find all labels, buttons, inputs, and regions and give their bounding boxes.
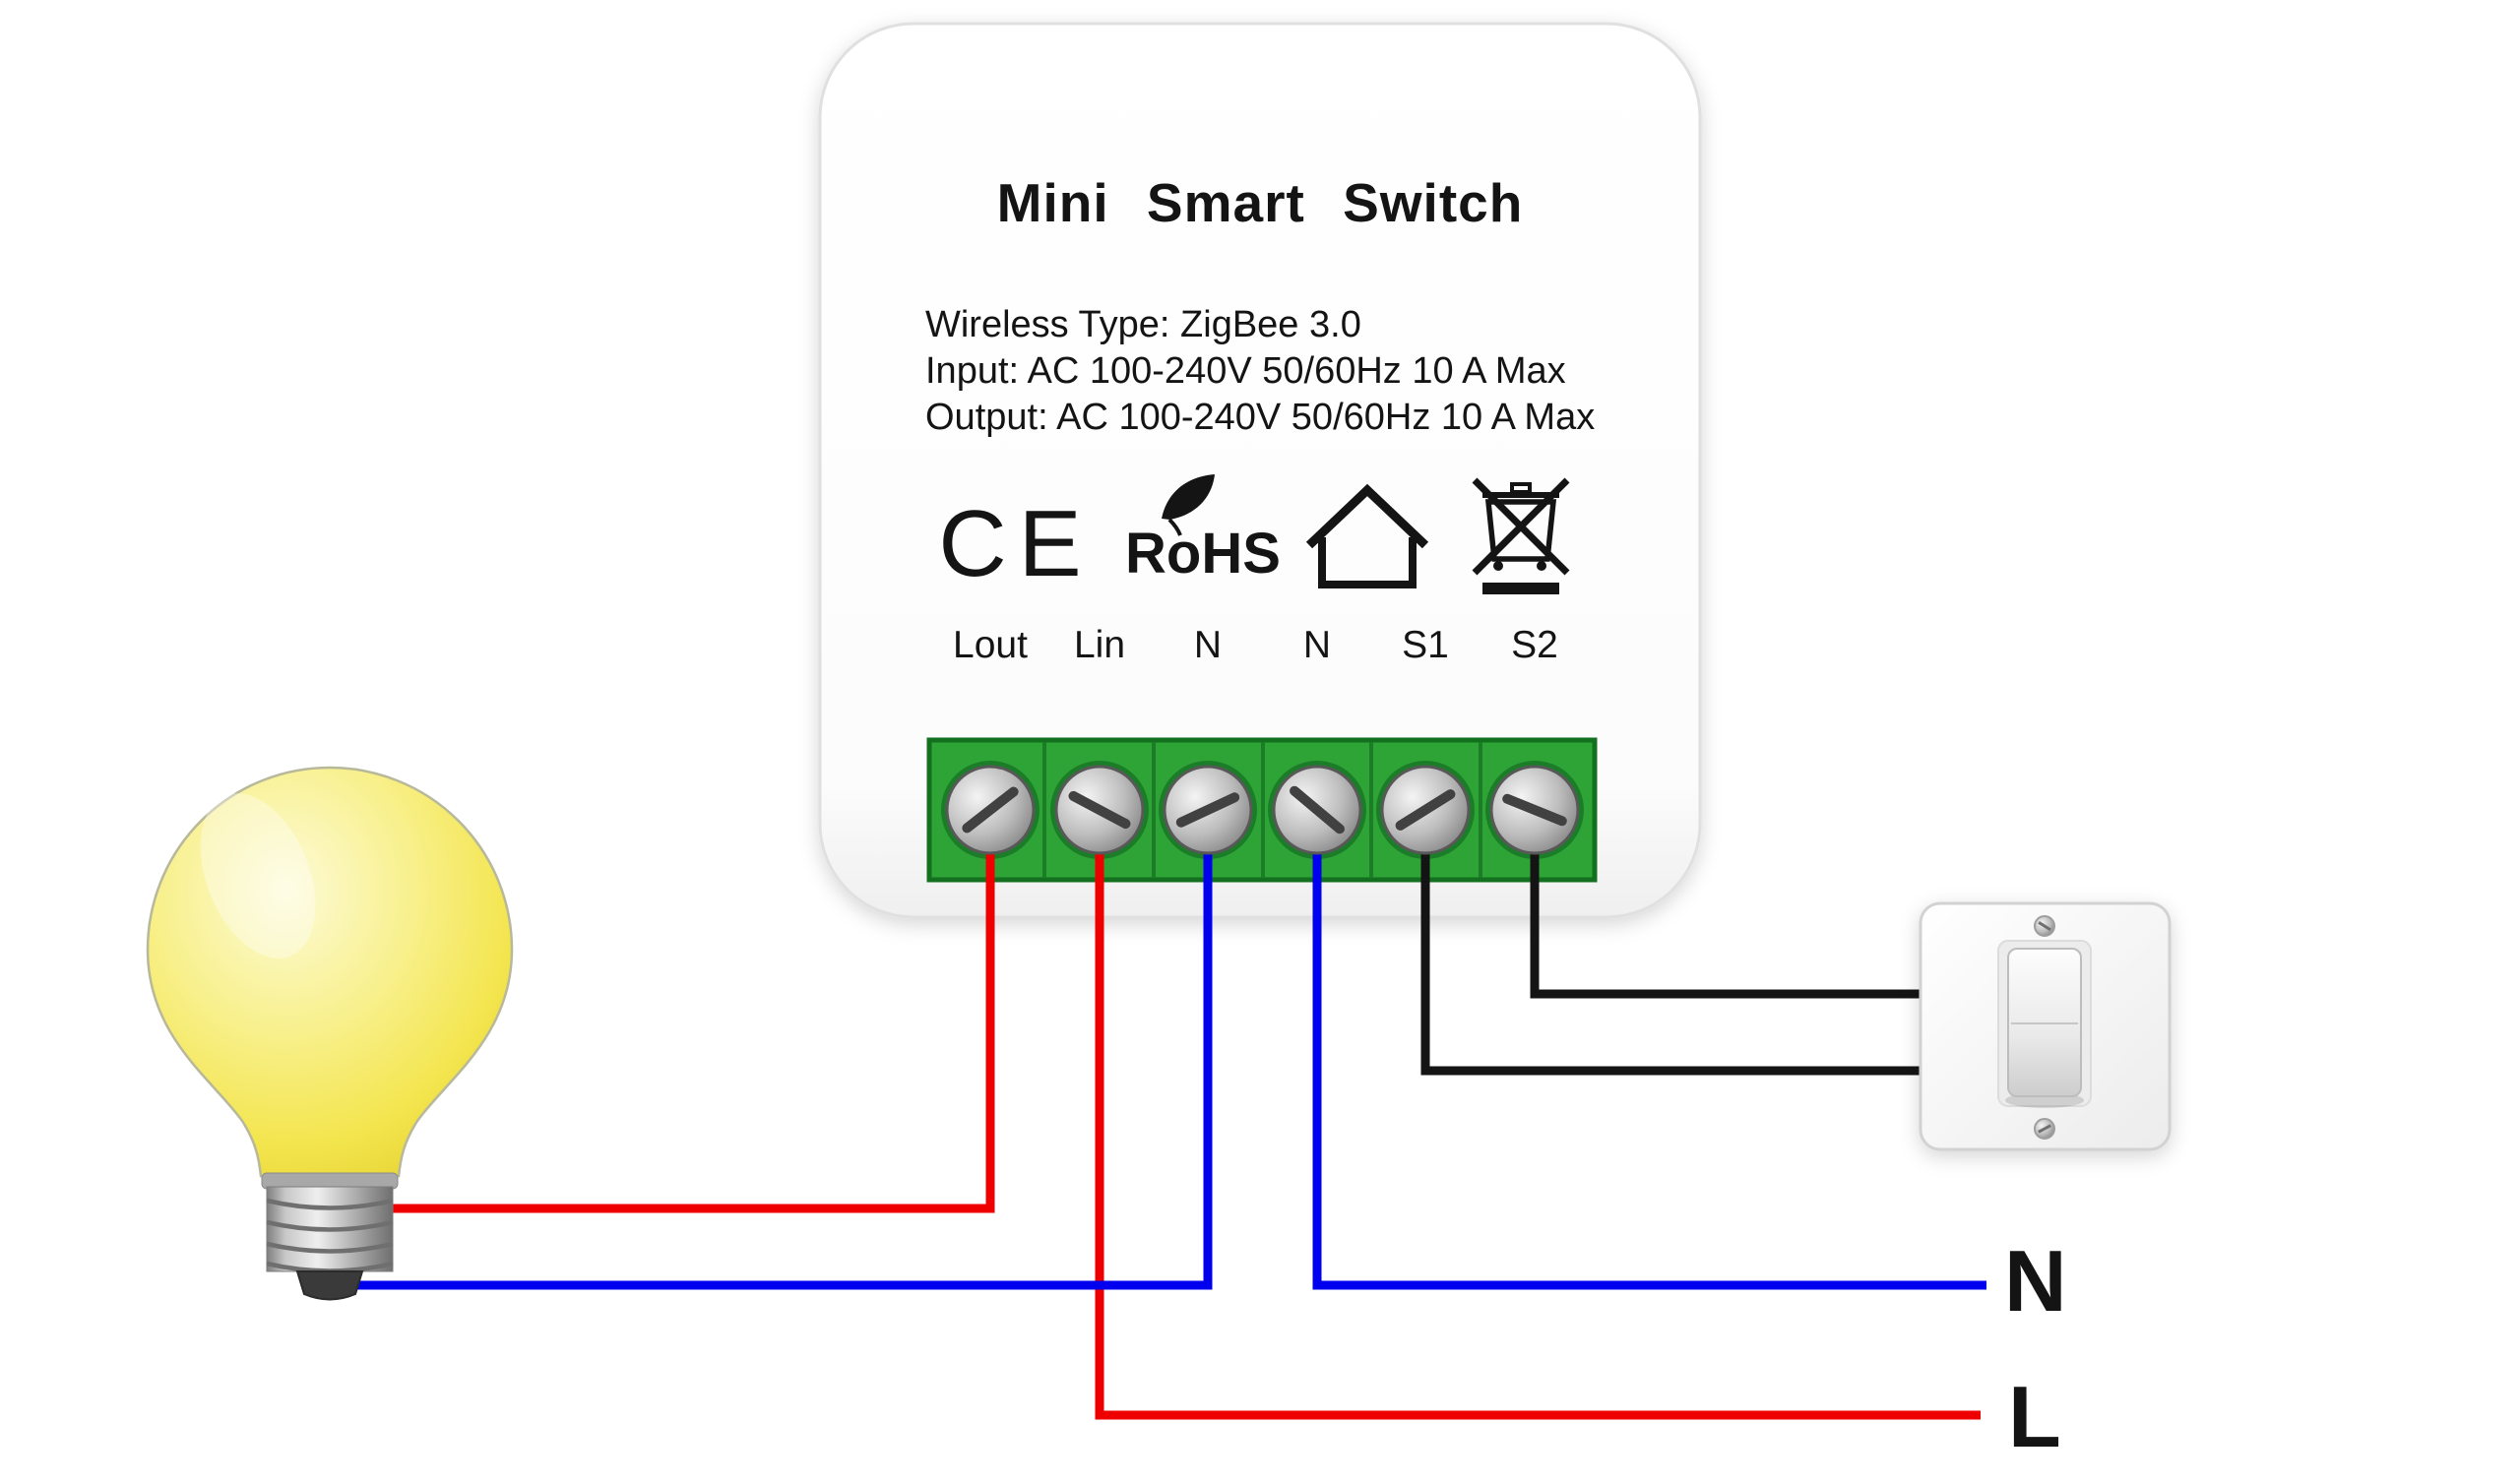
wire-live-out (384, 810, 995, 1213)
bin-bar (1482, 583, 1559, 594)
module-body (818, 22, 1702, 919)
line-label: L (2008, 1368, 2061, 1465)
wire-neutral-supply (1312, 810, 1986, 1290)
spec-input: Input: AC 100-240V 50/60Hz 10 A Max (925, 350, 1566, 392)
house-icon (1305, 483, 1429, 588)
wire-switch-s2 (1530, 810, 1941, 999)
terminal-label-n1: N (1194, 624, 1222, 666)
rohs-icon: RoHS (1125, 474, 1281, 586)
terminal-label-lout: Lout (953, 624, 1028, 666)
switch-screw-top (2034, 915, 2055, 937)
wire-live-in (1095, 810, 1981, 1420)
weee-crossed-bin-icon (1472, 477, 1570, 594)
bin-cross-2 (1472, 477, 1570, 576)
bulb-threads (266, 1198, 394, 1273)
bin-wheel-left (1493, 561, 1503, 571)
bulb-tip (295, 1270, 364, 1301)
wire-neutral-bulb (354, 810, 1213, 1290)
terminal-dividers (1042, 742, 1482, 878)
rohs-leaf-icon (1162, 474, 1215, 520)
terminal-label-s2: S2 (1511, 624, 1558, 666)
spec-wireless: Wireless Type: ZigBee 3.0 (925, 304, 1361, 345)
terminal-label-lin: Lin (1074, 624, 1125, 666)
neutral-label: N (2004, 1232, 2067, 1329)
terminal-label-s1: S1 (1402, 624, 1449, 666)
light-bulb (146, 766, 514, 1301)
module-title: Mini Smart Switch (997, 172, 1524, 233)
house-roof (1305, 483, 1429, 549)
rohs-leaf-stem (1167, 518, 1182, 536)
switch-screw-bottom (2034, 1118, 2055, 1140)
wall-switch (1919, 901, 2172, 1151)
wire-switch-s1 (1420, 810, 1941, 1076)
terminal-screws (945, 765, 1580, 855)
smart-switch-module: Mini Smart Switch Wireless Type: ZigBee … (818, 22, 1702, 919)
terminal-label-n2: N (1303, 624, 1331, 666)
bulb-highlight (200, 793, 316, 958)
bin-wheel-right (1537, 561, 1546, 571)
bin-body (1484, 499, 1557, 562)
spec-output: Output: AC 100-240V 50/60Hz 10 A Max (925, 397, 1595, 438)
rohs-label: RoHS (1125, 522, 1281, 586)
ce-mark-icon: CE (938, 491, 1093, 596)
house-walls (1318, 537, 1417, 588)
